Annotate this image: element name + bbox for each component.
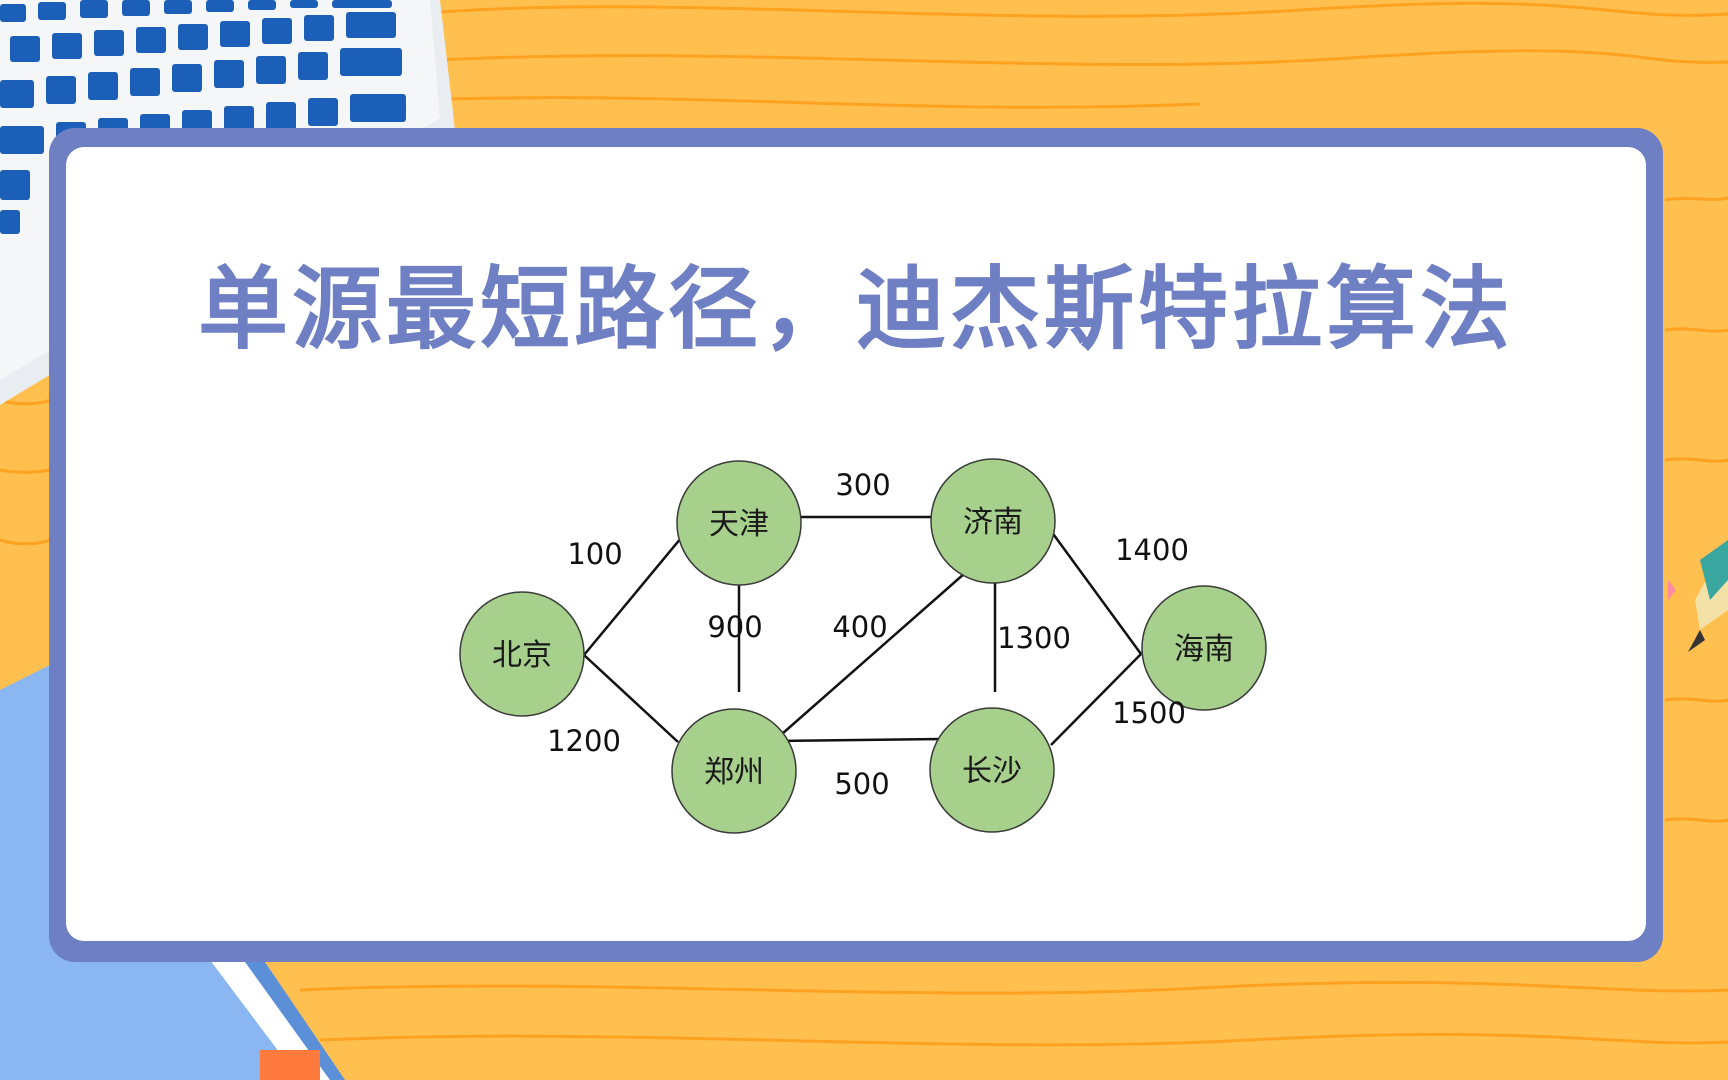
- weight-zhengzhou-changsha: 500: [834, 767, 889, 801]
- node-jinan-circle: [930, 458, 1056, 584]
- node-zhengzhou-circle: [671, 708, 797, 834]
- weight-changsha-hainan: 1500: [1112, 696, 1186, 730]
- node-tianjin-circle: [676, 460, 802, 586]
- slide-frame: 单源最短路径，迪杰斯特拉算法 北京 天津 郑州: [49, 128, 1663, 962]
- weight-beijing-tianjin: 100: [567, 537, 622, 571]
- weight-zhengzhou-jinan: 400: [832, 610, 887, 644]
- node-beijing-label: 北京: [492, 638, 552, 673]
- node-changsha: 长沙: [929, 707, 1055, 833]
- edge-jinan-hainan: [1049, 530, 1143, 655]
- pencil: [1668, 540, 1728, 652]
- slide-card: 单源最短路径，迪杰斯特拉算法 北京 天津 郑州: [66, 147, 1646, 941]
- node-zhengzhou: 郑州: [671, 708, 797, 834]
- node-beijing: 北京: [459, 591, 585, 717]
- node-tianjin: 天津: [676, 460, 802, 586]
- node-jinan: 济南: [930, 458, 1056, 584]
- edge-beijing-zhengzhou: [583, 654, 679, 743]
- weight-tianjin-jinan: 300: [835, 468, 890, 502]
- node-jinan-label: 济南: [963, 505, 1023, 540]
- node-hainan: 海南: [1141, 585, 1267, 711]
- slide-title: 单源最短路径，迪杰斯特拉算法: [198, 257, 1514, 362]
- edge-zhengzhou-changsha: [773, 737, 943, 743]
- node-hainan-label: 海南: [1174, 632, 1234, 667]
- weight-beijing-zhengzhou: 1200: [547, 724, 621, 758]
- edge-changsha-hainan: [1050, 653, 1142, 746]
- node-changsha-label: 长沙: [962, 754, 1022, 789]
- wood-grain-lines: [0, 1, 1728, 1047]
- edge-beijing-tianjin: [583, 531, 687, 656]
- node-changsha-circle: [929, 707, 1055, 833]
- weight-jinan-changsha: 1300: [997, 621, 1071, 655]
- node-beijing-circle: [459, 591, 585, 717]
- node-hainan-circle: [1141, 585, 1267, 711]
- node-zhengzhou-label: 郑州: [704, 755, 764, 790]
- weight-tianjin-zhengzhou: 900: [707, 610, 762, 644]
- weight-jinan-hainan: 1400: [1115, 533, 1189, 567]
- node-tianjin-label: 天津: [709, 507, 769, 542]
- city-graph-diagram: 北京 天津 郑州 济南 长沙 海南 100: [459, 458, 1267, 834]
